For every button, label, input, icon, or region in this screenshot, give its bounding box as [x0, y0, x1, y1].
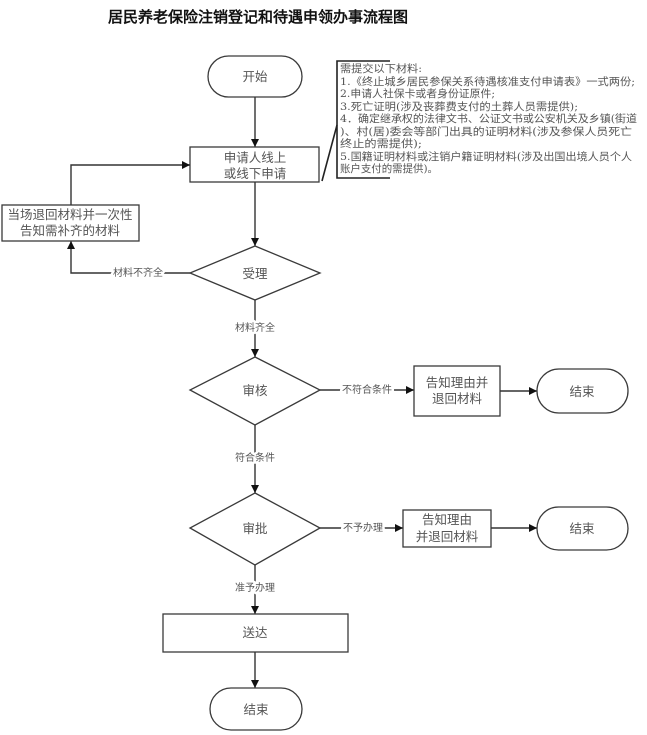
note-line: 1.《终止城乡居民参保关系待遇核准支付申请表》一式两份;: [340, 75, 635, 88]
apply-label-line1: 申请人线上: [224, 150, 287, 165]
start-label: 开始: [242, 69, 268, 84]
end-terminal-shape: [209, 687, 303, 731]
approve-end-label: 结束: [569, 521, 595, 536]
edge-label-approved: 准予办理: [235, 581, 275, 594]
note-line: 2.申请人社保卡或者身份证原件;: [340, 87, 495, 100]
page-title: 居民养老保险注销登记和待遇申领办事流程图: [108, 8, 408, 26]
note-line: 3.死亡证明(涉及丧葬费支付的土葬人员需提供);: [340, 100, 578, 113]
deliver-node: 送达: [162, 613, 349, 653]
review-decision: 审核: [188, 356, 322, 426]
approve-decision: 审批: [188, 492, 322, 566]
end-node: 结束: [209, 687, 303, 731]
accept-label: 受理: [242, 266, 268, 281]
deliver-box: [162, 613, 349, 653]
return-materials-line2: 告知需补齐的材料: [20, 223, 121, 238]
edge-label-not-approved: 不予办理: [343, 521, 383, 534]
review-reject-line1: 告知理由并: [426, 375, 489, 390]
review-end-terminal-shape: [536, 368, 629, 414]
apply-node: 申请人线上 或线下申请: [189, 146, 320, 183]
approve-reject-node: 告知理由 并退回材料: [402, 509, 492, 548]
apply-label-line2: 或线下申请: [224, 166, 287, 181]
approve-reject-line1: 告知理由: [422, 512, 472, 527]
required-materials-note: 需提交以下材料: 1.《终止城乡居民参保关系待遇核准支付申请表》一式两份; 2.…: [321, 60, 638, 182]
review-reject-box: [413, 365, 501, 417]
edge-label-not-qualified: 不符合条件: [342, 383, 392, 396]
note-line: 5.国籍证明材料或注销户籍证明材料(涉及出国出境人员个人: [340, 150, 633, 163]
deliver-label: 送达: [242, 625, 268, 640]
review-label: 审核: [242, 383, 268, 398]
accept-decision: 受理: [188, 245, 322, 301]
approve-label: 审批: [242, 521, 267, 536]
apply-box: [189, 146, 320, 183]
review-reject-line2: 退回材料: [432, 391, 483, 406]
note-line: 账户支付的需提供)。: [340, 162, 438, 175]
note-bracket: [336, 60, 390, 179]
return-materials-line1: 当场退回材料并一次性: [7, 207, 132, 222]
end-label: 结束: [243, 702, 269, 717]
return-materials-node: 当场退回材料并一次性 告知需补齐的材料: [1, 204, 140, 242]
note-line: 4．确定继承权的法律文书、公证文书或公安机关及乡镇(街道: [340, 112, 638, 125]
return-materials-box: [1, 204, 140, 242]
edge-accept-to-return: [67, 241, 190, 274]
edge-label-incomplete: 材料不齐全: [113, 266, 163, 279]
note-line: )、村(居)委会等部门出具的证明材料(涉及参保人员死亡: [340, 125, 632, 138]
start-node: 开始: [207, 55, 303, 98]
review-end-label: 结束: [569, 384, 595, 399]
approve-reject-box: [402, 509, 492, 548]
note-line: 需提交以下材料:: [340, 62, 422, 75]
edge-return-to-apply: [70, 161, 190, 205]
approve-end-terminal-shape: [536, 506, 629, 551]
note-connector: [321, 124, 338, 182]
approve-end-node: 结束: [536, 506, 629, 551]
note-line: 终止的需提供);: [340, 137, 422, 150]
edge-label-qualified: 符合条件: [235, 451, 275, 464]
edge-label-complete: 材料齐全: [235, 321, 275, 334]
approve-reject-line2: 并退回材料: [416, 529, 479, 544]
review-reject-node: 告知理由并 退回材料: [413, 365, 501, 417]
review-end-node: 结束: [536, 368, 629, 414]
